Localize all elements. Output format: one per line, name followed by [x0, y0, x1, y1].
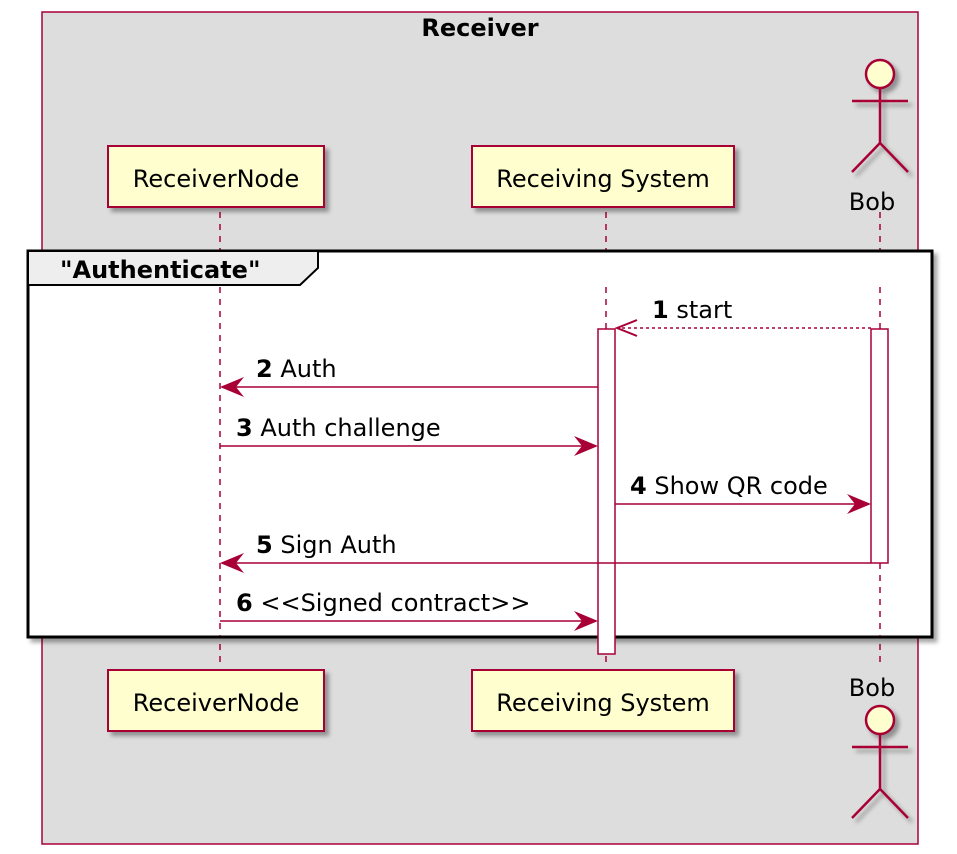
message-5-number: 5 [256, 531, 273, 559]
svg-text:5 Sign Auth: 5 Sign Auth [256, 531, 397, 559]
svg-text:6 <<Signed contract>>: 6 <<Signed contract>> [236, 589, 530, 617]
actor-bob-top-label: Bob [849, 188, 895, 216]
participant-receiving-system-bottom: Receiving System [471, 669, 735, 732]
activation-bob [870, 328, 889, 564]
message-4-number: 4 [630, 472, 647, 500]
message-6-label: <<Signed contract>> [260, 589, 530, 617]
actor-bob-bottom-label: Bob [849, 674, 895, 702]
message-6: 6 <<Signed contract>> [220, 589, 598, 631]
message-5-label: Sign Auth [280, 531, 396, 559]
message-2-number: 2 [256, 355, 273, 383]
receiver-box-title: Receiver [421, 14, 538, 42]
participant-receivernode-top-label: ReceiverNode [133, 165, 299, 193]
frame-tab [27, 250, 319, 286]
message-3-label: Auth challenge [260, 414, 440, 442]
participant-receivernode-bottom-label: ReceiverNode [133, 689, 299, 717]
message-1: 1 start [617, 296, 871, 328]
participant-receivernode-bottom: ReceiverNode [107, 669, 325, 732]
participant-receiving-system-bottom-label: Receiving System [496, 689, 709, 717]
actor-bob-bottom-head [864, 704, 896, 736]
svg-text:3 Auth challenge: 3 Auth challenge [236, 414, 441, 442]
svg-text:2 Auth: 2 Auth [256, 355, 337, 383]
activation-receiving-system [597, 328, 616, 655]
actor-bob-top [851, 58, 909, 173]
frame-authenticate [26, 249, 934, 639]
message-4: 4 Show QR code [615, 472, 871, 514]
message-6-number: 6 [236, 589, 253, 617]
message-1-label: start [676, 296, 732, 324]
message-4-label: Show QR code [654, 472, 827, 500]
message-2-label: Auth [280, 355, 336, 383]
participant-receiving-system-top: Receiving System [471, 145, 735, 208]
actor-bob-top-head [864, 58, 896, 90]
participant-receiving-system-top-label: Receiving System [496, 165, 709, 193]
frame-title: "Authenticate" [60, 256, 260, 284]
message-3-number: 3 [236, 414, 253, 442]
message-1-number: 1 [652, 296, 669, 324]
message-5: 5 Sign Auth [220, 531, 871, 573]
message-3: 3 Auth challenge [220, 414, 598, 456]
message-2: 2 Auth [220, 355, 598, 397]
participant-receivernode-top: ReceiverNode [107, 145, 325, 208]
svg-text:4 Show QR code: 4 Show QR code [630, 472, 828, 500]
svg-text:1 start: 1 start [652, 296, 732, 324]
actor-bob-bottom [851, 704, 909, 819]
